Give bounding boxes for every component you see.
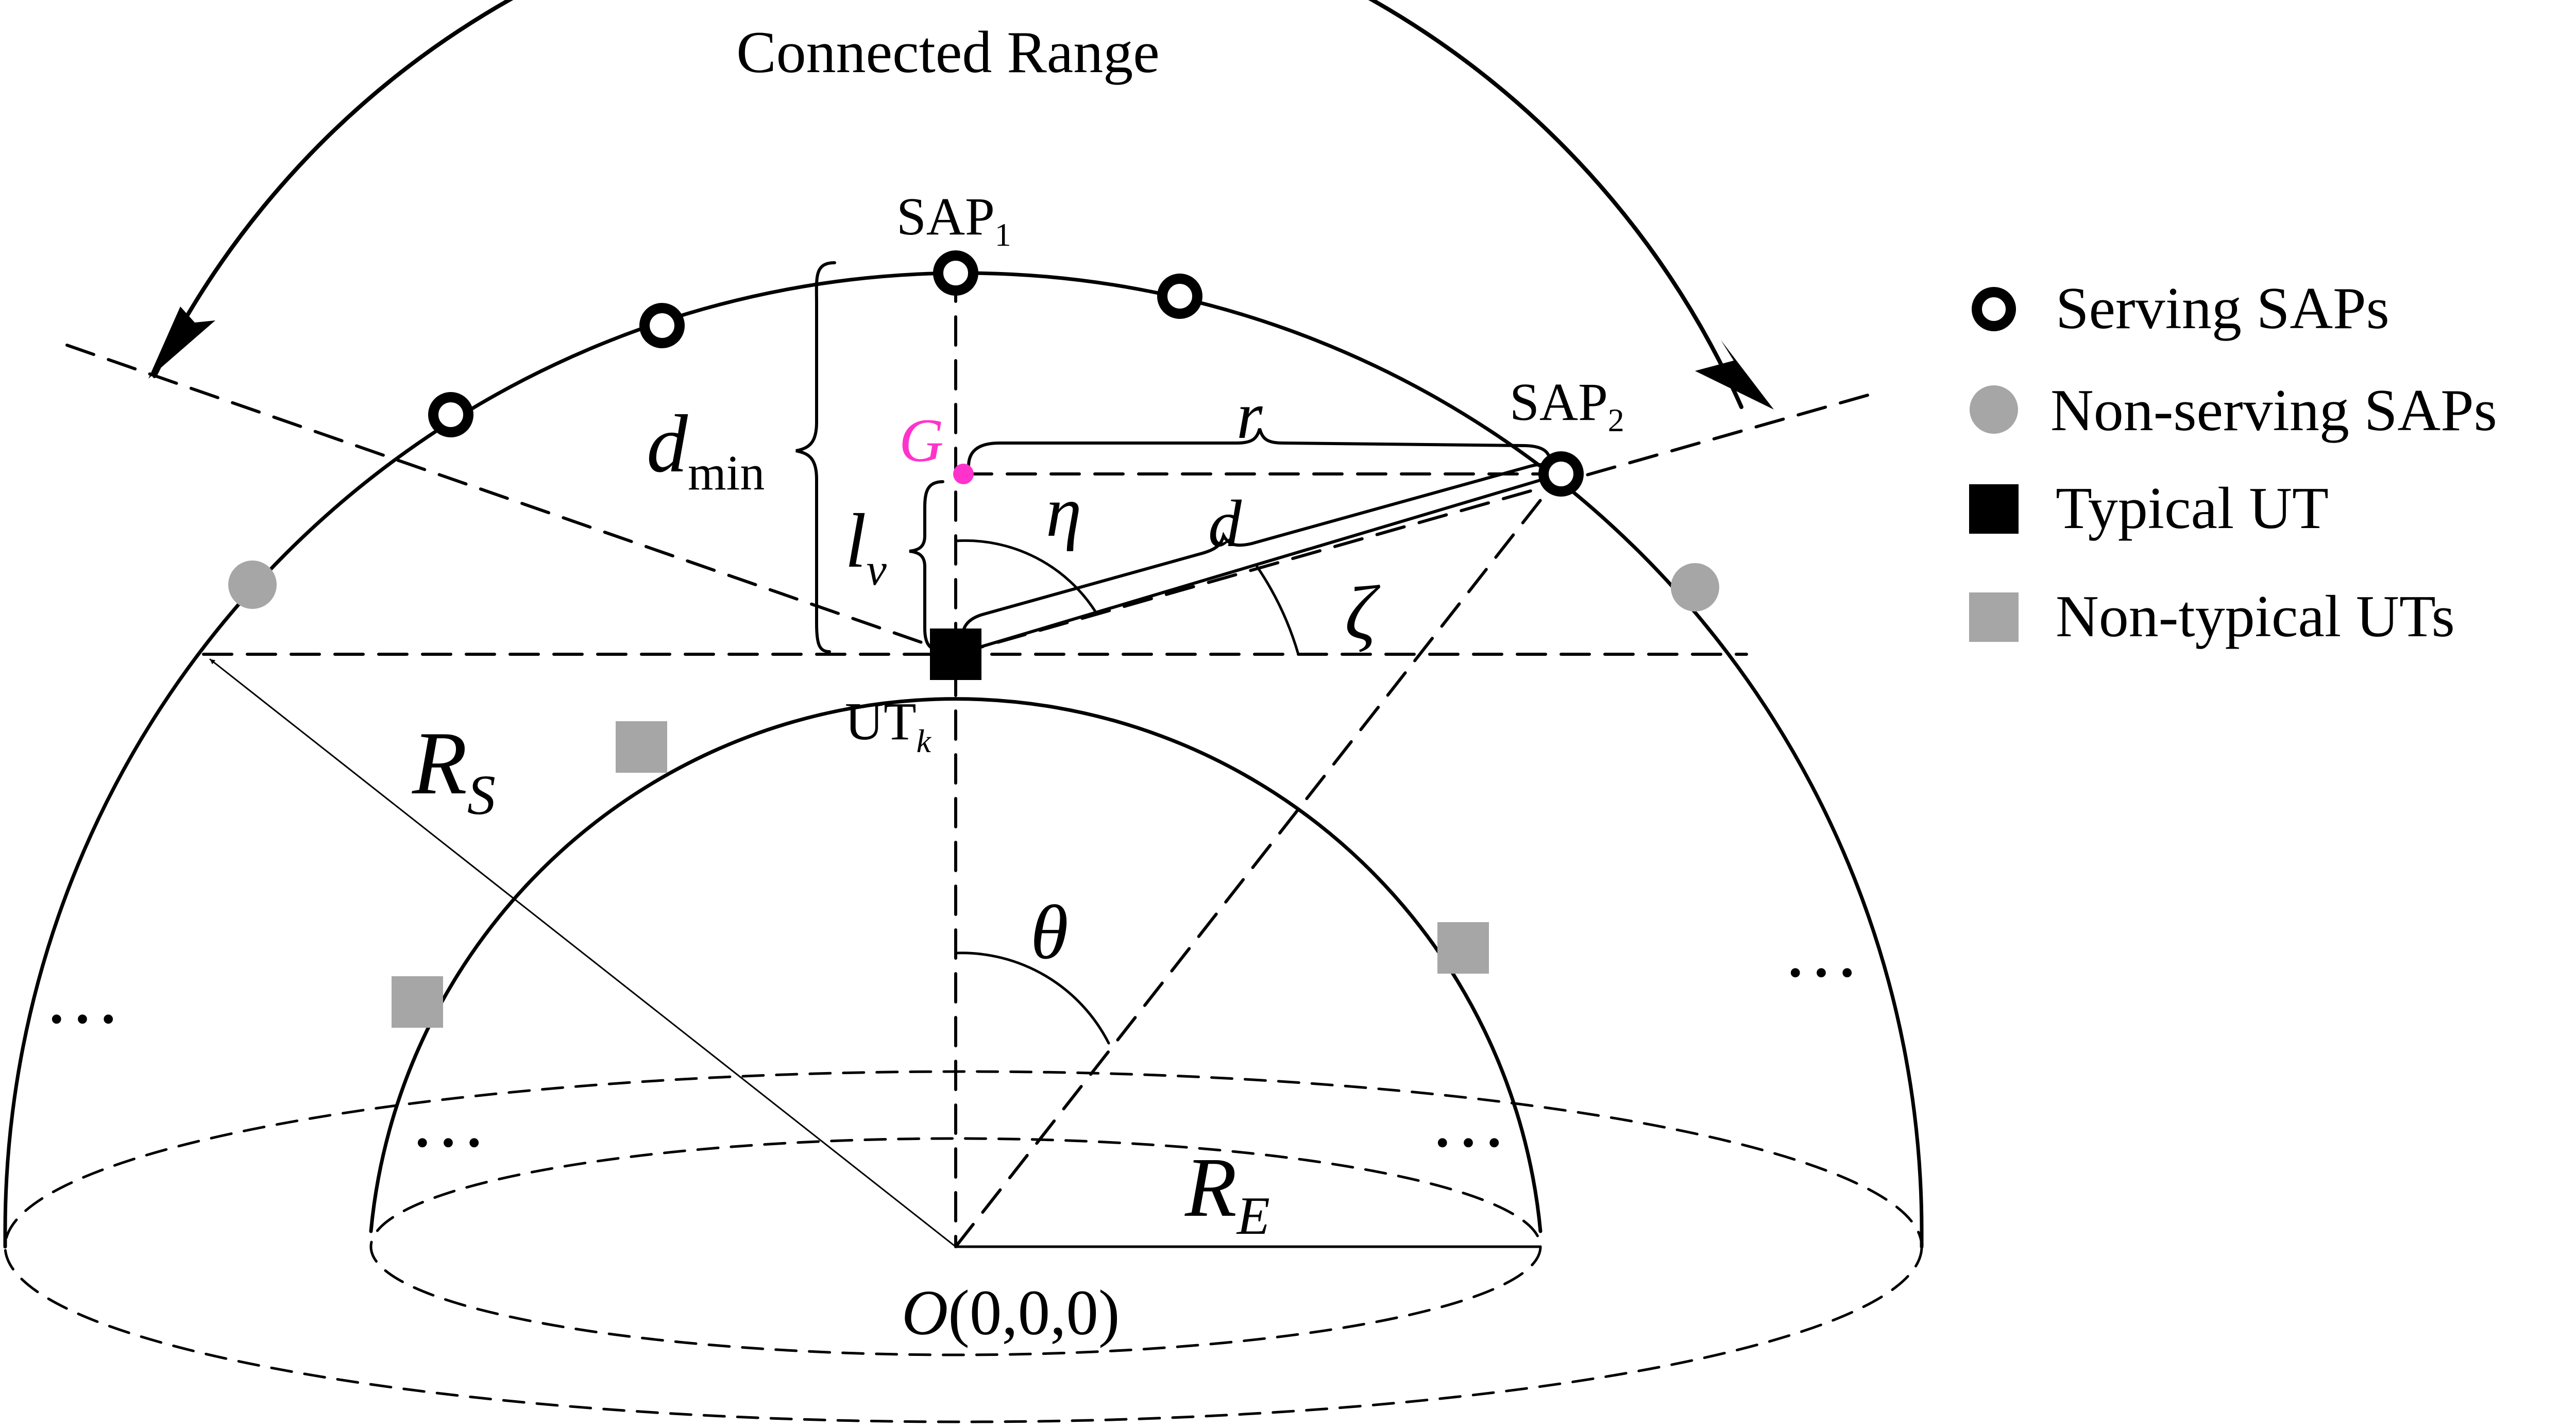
ut-to-sap2-line <box>954 472 1563 656</box>
re-label: RE <box>1184 1140 1270 1246</box>
serving-sap-icon <box>639 303 685 348</box>
ellipsis-right-inner: … <box>1430 1078 1507 1163</box>
legend-label-non-serving: Non-serving SAPs <box>2050 378 2497 444</box>
non-serving-sap-icon <box>228 560 277 609</box>
sap1-label: SAP1 <box>896 187 1011 253</box>
serving-saps <box>428 250 1584 497</box>
r-label: r <box>1236 379 1263 453</box>
non-typical-ut-icon <box>1437 922 1489 974</box>
eta-label: η <box>1046 472 1081 552</box>
theta-angle-arc <box>954 952 1110 1045</box>
theta-label: θ <box>1030 890 1069 975</box>
serving-sap-icon <box>933 250 978 296</box>
legend-label-typical: Typical UT <box>2056 475 2329 541</box>
eta-angle-arc <box>954 539 1098 615</box>
serving-sap-icon <box>1538 451 1584 497</box>
utk-label: UTk <box>845 692 932 759</box>
g-point <box>953 464 974 484</box>
rs-label: RS <box>412 713 496 826</box>
serving-sap-icon <box>428 392 473 437</box>
non-serving-sap-icon <box>1970 385 2018 434</box>
r-brace <box>967 428 1552 468</box>
rs-radius-line <box>209 658 957 1248</box>
connected-range-arrowhead-left <box>148 307 215 379</box>
legend-label-non-typical: Non-typical UTs <box>2056 584 2455 650</box>
origin-label: O(0,0,0) <box>902 1278 1120 1349</box>
d-label: d <box>1208 487 1242 561</box>
g-label: G <box>899 406 944 474</box>
outer-base-ellipse <box>4 1070 1923 1423</box>
zeta-label: ζ <box>1345 570 1381 656</box>
legend: Serving SAPs Non-serving SAPs Typical UT… <box>1969 276 2497 650</box>
non-typical-ut-icon <box>1969 592 2019 642</box>
dmin-label: dmin <box>647 398 765 500</box>
typical-ut-icon <box>930 628 981 680</box>
sap2-label: SAP2 <box>1510 372 1624 438</box>
serving-sap-icon <box>1972 287 2016 331</box>
lv-label: lv <box>845 498 887 595</box>
dmin-brace <box>795 261 836 653</box>
ellipsis-left-outer: … <box>44 954 121 1040</box>
serving-sap-icon <box>1157 274 1202 319</box>
left-range-dashed-line <box>65 344 957 656</box>
typical-ut-icon <box>1969 484 2019 534</box>
connected-range-label: Connected Range <box>736 20 1159 86</box>
origin-to-sap2-dashed <box>954 472 1563 1248</box>
connected-range-arrow <box>152 0 1743 409</box>
non-typical-ut-icon <box>392 976 443 1028</box>
ellipsis-left-inner: … <box>410 1078 487 1163</box>
connected-range-arrowhead-right <box>1695 340 1774 410</box>
outer-hemisphere-arc <box>3 271 1924 1233</box>
legend-label-serving: Serving SAPs <box>2056 276 2389 342</box>
zeta-angle-arc <box>1256 565 1300 656</box>
right-range-dashed-line <box>954 390 1882 656</box>
lv-brace <box>909 480 944 652</box>
ellipsis-right-outer: … <box>1783 908 1860 993</box>
non-serving-sap-icon <box>1671 563 1719 611</box>
non-typical-ut-icon <box>616 721 667 773</box>
